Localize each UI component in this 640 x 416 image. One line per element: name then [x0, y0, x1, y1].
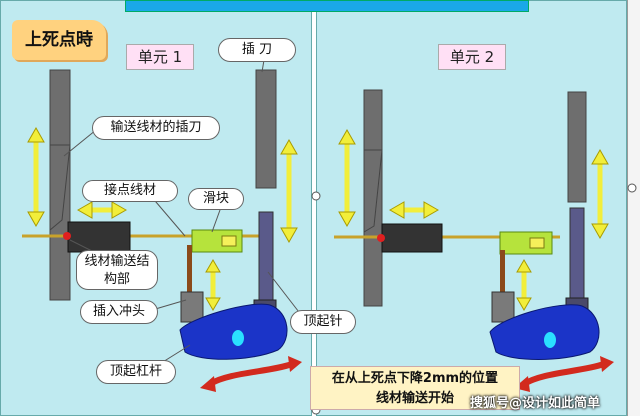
u2-blade-slant: [363, 149, 383, 233]
lift-pin-callout: 顶起针: [290, 310, 356, 334]
wire-feed-structure-callout: 线材输送结 构部: [76, 250, 158, 290]
u1-punch-rod: [187, 245, 192, 295]
timing-note-line2: 线材输送开始: [375, 391, 454, 406]
conveyor-blade-callout: 输送线材的插刀: [92, 116, 220, 140]
u2-feed-block: [381, 223, 443, 253]
contact-wire-callout: 接点线材: [82, 180, 178, 202]
u2-horizontal-arrow: [388, 201, 440, 219]
u1-feed-red-dot: [63, 232, 71, 240]
handle-left-mid: [311, 191, 321, 201]
u2-blade-bar: [567, 91, 587, 203]
u2-lift-pin: [569, 207, 585, 301]
unit-2-label: 单元 2: [438, 44, 506, 70]
insert-punch-callout: 插入冲头: [80, 300, 158, 324]
u1-horizontal-arrow: [76, 201, 128, 219]
u1-left-vertical-arrow: [27, 126, 45, 228]
lift-lever-callout: 顶起杠杆: [96, 360, 176, 384]
u2-blade-vertical-arrow: [591, 148, 609, 240]
slider-callout: 滑块: [188, 188, 244, 210]
watermark: 搜狐号@设计如此简单: [470, 396, 601, 411]
top-bar: [125, 0, 529, 12]
wire-feed-structure-line2: 构部: [103, 272, 130, 287]
blade-callout: 插 刀: [218, 38, 296, 62]
u2-slider-inner: [529, 237, 545, 249]
u1-feed-block: [67, 221, 131, 253]
u1-blade-bar: [255, 69, 277, 189]
handle-right-mid: [627, 183, 637, 193]
u1-lift-pin: [258, 211, 274, 303]
u2-red-curved-arrow: [514, 356, 614, 392]
u1-blade-slant: [49, 144, 71, 232]
u1-slider-inner: [221, 235, 237, 247]
u1-blade-vertical-arrow: [280, 138, 298, 244]
u1-mid-vertical-arrow: [205, 259, 221, 311]
u2-punch-rod: [500, 250, 505, 296]
page-title: 上死点時: [12, 20, 106, 60]
u2-mid-vertical-arrow: [516, 259, 532, 311]
u2-punch-block: [491, 291, 515, 323]
u1-lift-lever: [179, 303, 288, 360]
u1-punch-block: [180, 291, 204, 323]
u2-lift-lever: [489, 304, 600, 360]
right-toolbar-strip: [627, 0, 640, 416]
timing-note-line1: 在从上死点下降2mm的位置: [331, 371, 499, 386]
u2-feed-red-dot: [377, 234, 385, 242]
timing-note: 在从上死点下降2mm的位置 线材输送开始: [310, 366, 520, 410]
unit-1-label: 单元 1: [126, 44, 194, 70]
u1-red-curved-arrow: [200, 356, 302, 392]
wire-feed-structure-line1: 线材输送结: [84, 254, 150, 269]
u2-left-vertical-arrow: [338, 128, 356, 228]
